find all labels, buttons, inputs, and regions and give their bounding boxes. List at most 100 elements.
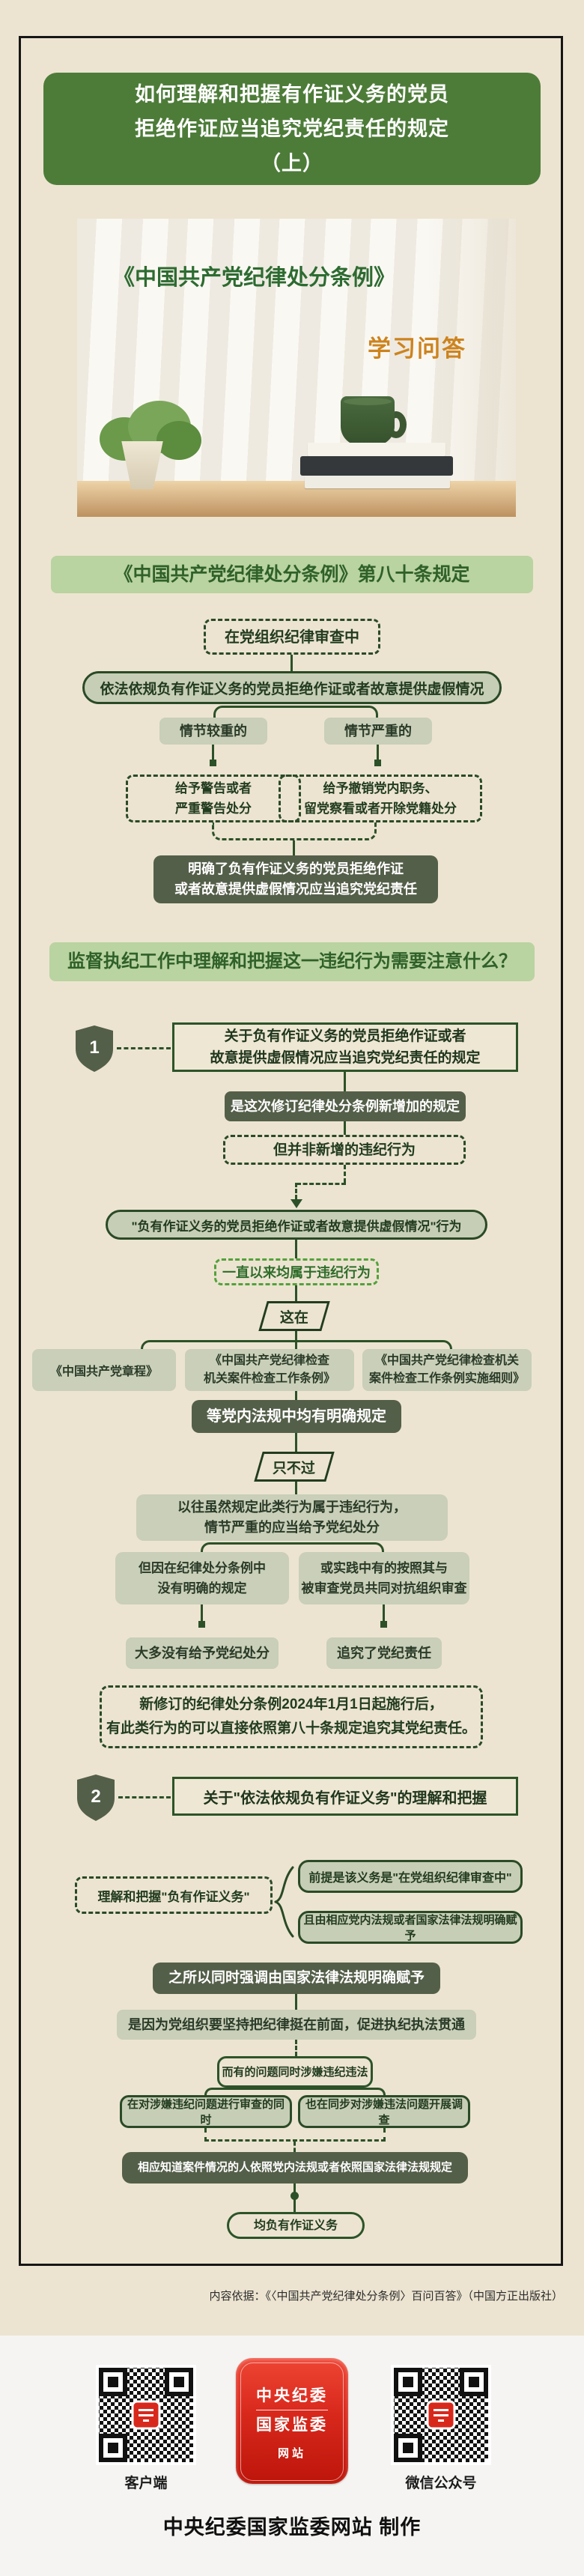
penalty-left-line2: 严重警告处分 xyxy=(175,801,252,816)
note-line2: 有此类行为的可以直接依照第八十条规定追究其党纪责任。 xyxy=(106,1721,476,1736)
plant-pot xyxy=(121,441,163,489)
reason-right-line2: 被审查党员共同对抗组织审查 xyxy=(301,1581,467,1595)
node-connector-this: 这在 xyxy=(258,1301,330,1331)
connector-split xyxy=(204,2088,386,2095)
connector xyxy=(377,745,379,760)
qr-code-wechat-icon xyxy=(391,2365,491,2465)
connector xyxy=(212,745,214,760)
penalty-left-line1: 给予警告或者 xyxy=(175,781,252,795)
node-connector-but: 只不过 xyxy=(254,1452,335,1482)
reason-right-line1: 或实践中有的按照其与 xyxy=(320,1561,448,1575)
arrow-down-icon xyxy=(291,1199,302,1208)
shield-2-icon: 2 xyxy=(77,1775,115,1821)
penalty-right-line2: 留党察看或者开除党籍处分 xyxy=(304,801,457,816)
connector-merge xyxy=(212,822,377,840)
connector xyxy=(383,1604,385,1621)
point2-heading: 关于"依法依规负有作证义务"的理解和把握 xyxy=(172,1777,523,1820)
node-always-violation: 一直以来均属于违纪行为 xyxy=(214,1258,379,1285)
past-line1: 以往虽然规定此类行为属于违纪行为， xyxy=(177,1500,407,1515)
note-line1: 新修订的纪律处分条例2024年1月1日起施行后， xyxy=(139,1697,443,1712)
brace-icon xyxy=(274,1866,294,1938)
point1-heading-line2: 故意提供虚假情况应当追究党纪责任的规定 xyxy=(210,1050,481,1066)
node-reason: 是因为党组织要坚持把纪律挺在前面，促进执纪执法贯通 xyxy=(117,2010,476,2040)
node-new-rule: 是这次修订纪律处分条例新增加的规定 xyxy=(225,1091,466,1121)
books-and-mug xyxy=(294,387,466,492)
reason-left-line2: 没有明确的规定 xyxy=(157,1581,247,1595)
connector xyxy=(344,1121,346,1135)
connector xyxy=(295,1391,297,1400)
badge-line2: 国家监委 xyxy=(256,2415,328,2434)
connector xyxy=(295,2040,297,2056)
node-parallel-left: 在对涉嫌违纪问题进行审查的同时 xyxy=(120,2095,292,2128)
qr-finder-patterns xyxy=(394,2368,488,2462)
node-penalty-right: 给予撤销党内职务、 留党察看或者开除党籍处分 xyxy=(279,775,482,822)
connector xyxy=(295,1340,297,1349)
connector-cap xyxy=(374,760,381,766)
connector-split xyxy=(201,1542,384,1552)
connector-cap xyxy=(380,1621,387,1628)
node-note: 新修订的纪律处分条例2024年1月1日起施行后， 有此类行为的可以直接依照第八十… xyxy=(100,1685,483,1748)
penalty-right-line1: 给予撤销党内职务、 xyxy=(323,781,438,795)
connector-but-label: 只不过 xyxy=(273,1460,316,1476)
node-condition-left: 情节较重的 xyxy=(159,718,267,745)
connector xyxy=(295,1433,297,1452)
connector xyxy=(293,2142,296,2152)
qr-finder-patterns xyxy=(99,2368,193,2462)
node-condition-right: 情节严重的 xyxy=(324,718,432,745)
book-middle xyxy=(300,456,453,476)
node-parallel-right: 也在同步对涉嫌违法问题开展调查 xyxy=(298,2095,470,2128)
badge-line1: 中央纪委 xyxy=(256,2386,328,2404)
conclusion-line2: 或者故意提供虚假情况应当追究党纪责任 xyxy=(174,882,417,897)
hero-subtitle: 学习问答 xyxy=(368,336,466,362)
connector xyxy=(295,1994,297,2010)
node-conclusion: 明确了负有作证义务的党员拒绝作证 或者故意提供虚假情况应当追究党纪责任 xyxy=(153,855,438,903)
book-bottom xyxy=(305,476,450,488)
page-title: 如何理解和把握有作证义务的党员 拒绝作证应当追究党纪责任的规定 （上） xyxy=(43,73,541,185)
node-persons: 相应知道案件情况的人依照党内法规或者依照国家法律法规规定 xyxy=(122,2152,468,2183)
connector-merge xyxy=(204,2128,386,2142)
node-regulation-1: 《中国共产党章程》 xyxy=(32,1349,176,1391)
connector xyxy=(295,1482,297,1494)
node-emphasis: 之所以同时强调由国家法律法规明确赋予 xyxy=(153,1963,440,1994)
connector xyxy=(291,655,293,673)
regulation-2-line2: 机关案件检查工作条例》 xyxy=(203,1372,335,1385)
node-result-left: 大多没有给予党纪处分 xyxy=(126,1637,279,1669)
conclusion-line1: 明确了负有作证义务的党员拒绝作证 xyxy=(188,861,404,876)
point1-heading-line1: 关于负有作证义务的党员拒绝作证或者 xyxy=(224,1028,466,1044)
node-not-new: 但并非新增的违纪行为 xyxy=(223,1135,466,1165)
connector xyxy=(293,849,295,855)
connector-split xyxy=(213,706,378,718)
source-line: 内容依据：《〈中国共产党纪律处分条例〉百问百答》（中国方正出版社） xyxy=(209,2289,563,2303)
node-premise-1: 前提是该义务是"在党组织纪律审查中" xyxy=(298,1860,523,1893)
shield-2-number: 2 xyxy=(91,1786,100,1807)
connector xyxy=(296,1183,346,1185)
node-clearly-stated: 等党内法规中均有明确规定 xyxy=(192,1400,401,1433)
point1-heading: 关于负有作证义务的党员拒绝作证或者 故意提供虚假情况应当追究党纪责任的规定 xyxy=(172,1022,523,1076)
node-reason-left: 但因在纪律处分条例中 没有明确的规定 xyxy=(115,1552,289,1604)
connector xyxy=(295,1331,297,1340)
regulation-3-line2: 案件检查工作条例实施细则》 xyxy=(368,1372,525,1385)
past-line2: 情节严重的应当给予党纪处分 xyxy=(204,1520,380,1535)
shield-1-number: 1 xyxy=(89,1037,99,1058)
ccdi-badge-inner: 中央纪委 国家监委 网站 xyxy=(240,2363,344,2481)
shield-1-icon: 1 xyxy=(76,1025,113,1072)
hero-book-title: 《中国共产党纪律处分条例》 xyxy=(113,264,396,290)
connector xyxy=(344,1165,346,1183)
node-duty: 均负有作证义务 xyxy=(227,2212,365,2239)
node-regulation-3: 《中国共产党纪律检查机关 案件检查工作条例实施细则》 xyxy=(362,1349,532,1391)
qr-code-app-icon xyxy=(96,2365,196,2465)
qr-right-label: 微信公众号 xyxy=(405,2476,477,2491)
connector-shield2 xyxy=(118,1796,171,1798)
connector-shield1 xyxy=(117,1047,171,1049)
connector xyxy=(201,1604,203,1621)
page-title-line2: 拒绝作证应当追究党纪责任的规定 xyxy=(135,118,449,140)
footer-credit: 中央纪委国家监委网站 制作 xyxy=(162,2516,422,2539)
connector-this-label: 这在 xyxy=(279,1309,308,1326)
node-penalty-left: 给予警告或者 严重警告处分 xyxy=(126,775,301,822)
plant-icon xyxy=(85,387,212,492)
node-regulation-2: 《中国共产党纪律检查 机关案件检查工作条例》 xyxy=(185,1349,354,1391)
connector-cap xyxy=(198,1621,205,1628)
node-premise-2: 且由相应党内法规或者国家法律法规明确赋予 xyxy=(298,1911,523,1944)
node-reason-right: 或实践中有的按照其与 被审查党员共同对抗组织审查 xyxy=(299,1552,469,1604)
